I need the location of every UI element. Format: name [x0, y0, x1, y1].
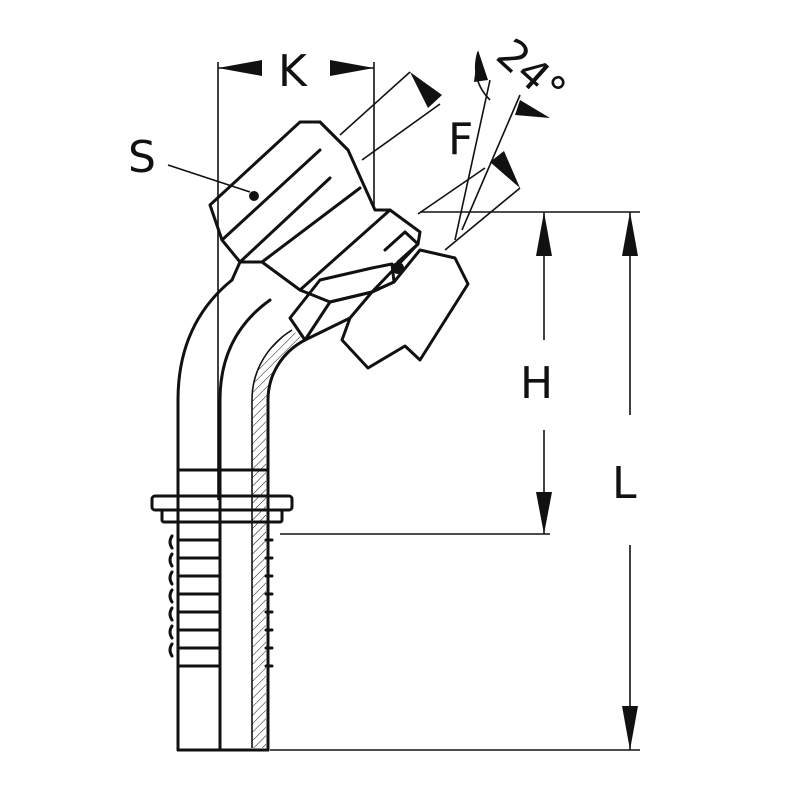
s-leader	[167, 164, 251, 193]
nut-section	[230, 230, 470, 370]
dimension-h	[280, 211, 640, 535]
label-l: L	[612, 458, 637, 509]
dimension-f	[339, 71, 521, 251]
serrations	[168, 534, 274, 668]
angle-24	[454, 50, 550, 241]
collar	[150, 494, 294, 524]
label-s: S	[128, 132, 156, 183]
bent-tube	[176, 278, 307, 472]
label-h: H	[520, 358, 553, 409]
label-k: K	[278, 46, 308, 97]
label-f: F	[448, 114, 473, 165]
label-angle: 24°	[487, 29, 575, 115]
hose-tail	[176, 400, 270, 752]
dimension-k	[217, 60, 375, 500]
dimension-l	[270, 212, 640, 751]
hex-nut	[208, 120, 422, 304]
lockwire-hole-icon	[249, 191, 259, 201]
